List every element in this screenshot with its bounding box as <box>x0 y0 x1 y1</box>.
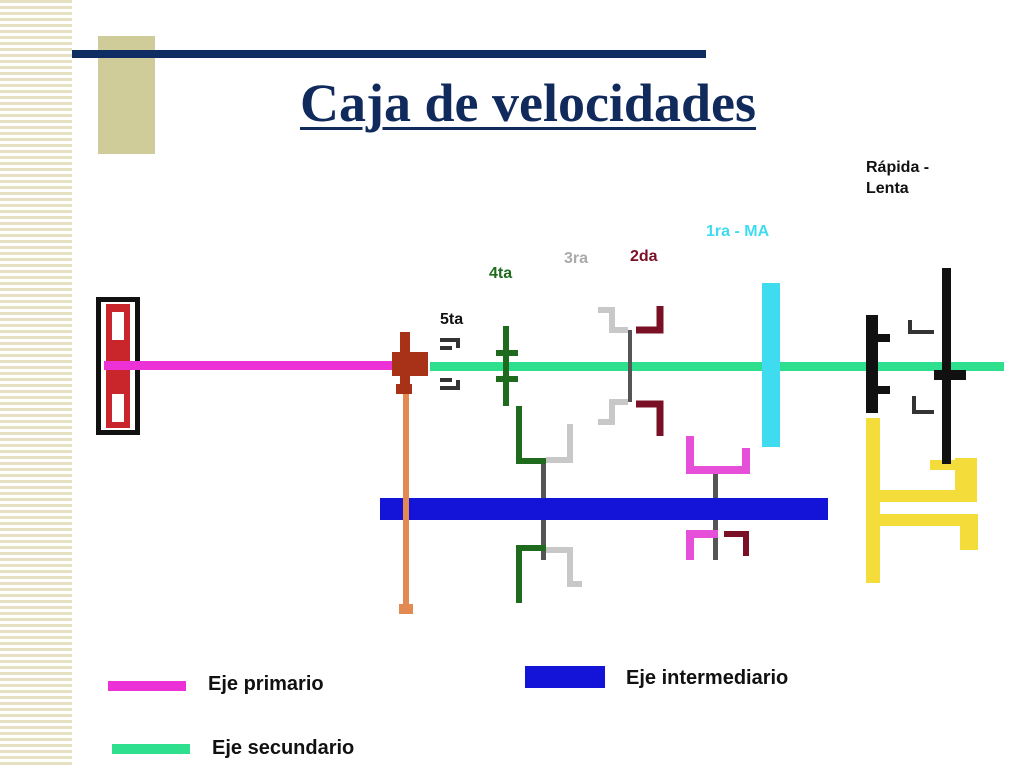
gear-cuarta <box>496 326 546 603</box>
striped-margin <box>0 0 72 768</box>
legend-label-secundario: Eje secundario <box>212 737 354 759</box>
legend-label-primario: Eje primario <box>208 673 324 695</box>
rapid-slow-gears <box>866 418 978 583</box>
label-rapida-lenta-2: Lenta <box>866 180 909 197</box>
gear-rapida-lenta <box>866 268 966 464</box>
legend-label-intermediario: Eje intermediario <box>626 667 788 689</box>
title-rule <box>72 50 706 58</box>
intermediate-shaft <box>380 498 828 520</box>
label-quinta: 5ta <box>440 311 463 328</box>
primary-drive-link <box>399 385 413 614</box>
legend-swatch-intermediario <box>525 666 605 688</box>
gear-segunda <box>636 306 750 560</box>
slide-title: Caja de velocidades <box>300 73 756 133</box>
primary-shaft <box>104 361 400 370</box>
legend-swatch-secundario <box>112 744 190 754</box>
label-tercera: 3ra <box>564 250 588 267</box>
legend: Eje primario Eje secundario Eje intermed… <box>108 666 788 759</box>
secondary-shaft <box>430 362 1004 371</box>
gear-quinta <box>392 332 460 394</box>
gear-tercera <box>546 307 632 587</box>
legend-swatch-primario <box>108 681 186 691</box>
label-cuarta: 4ta <box>489 265 512 282</box>
label-rapida-lenta-1: Rápida - <box>866 159 929 176</box>
gear-primera-ma <box>762 283 780 447</box>
label-segunda: 2da <box>630 248 658 265</box>
label-primera-ma: 1ra - MA <box>706 223 770 240</box>
